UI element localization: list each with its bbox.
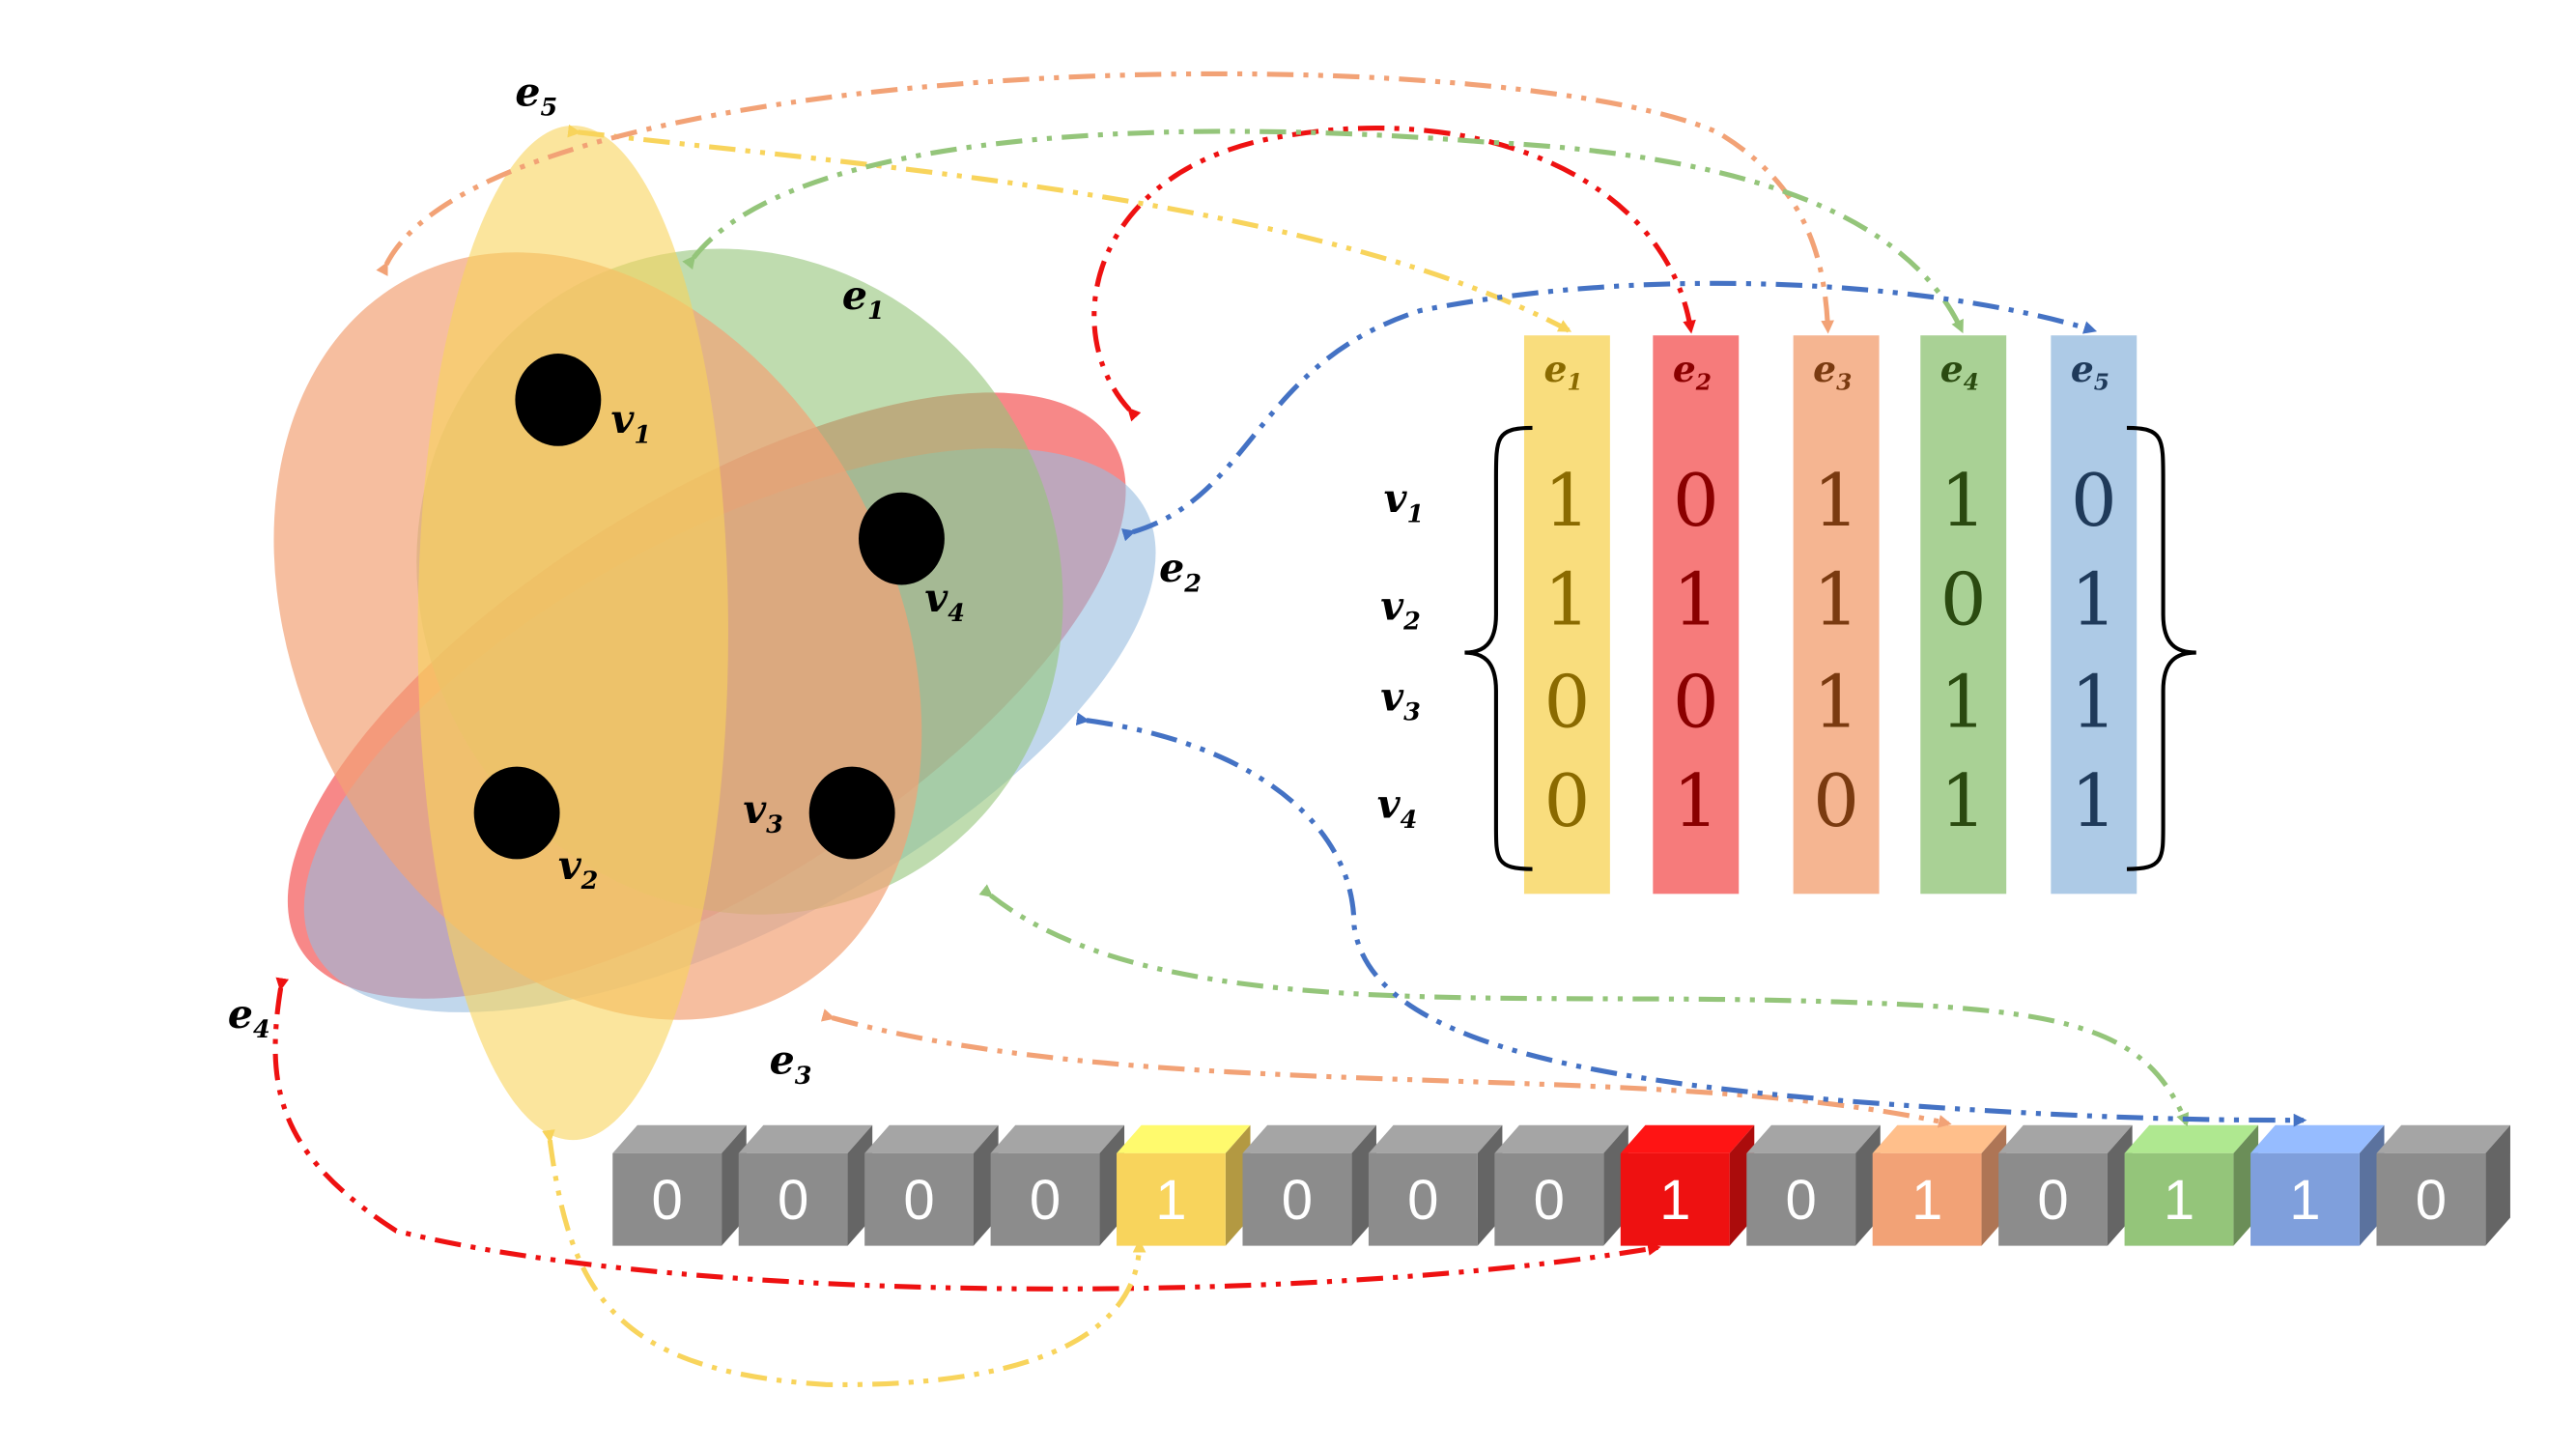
vertex-v4-dot <box>859 492 945 585</box>
label-v2: v2 <box>558 841 599 895</box>
matrix-cell-r2-c2: 1 <box>1673 557 1719 642</box>
bit-value-1: 0 <box>652 1169 683 1232</box>
matrix-cell-r3-c1: 0 <box>1544 660 1591 745</box>
bit-value-15: 0 <box>2416 1169 2447 1232</box>
bit-value-5: 1 <box>1155 1169 1186 1232</box>
bit-value-3: 0 <box>903 1169 934 1232</box>
matrix-cell-r1-c4: 1 <box>1940 458 1987 543</box>
vertex-v3-dot <box>808 766 895 860</box>
matrix-cell-r2-c1: 1 <box>1544 557 1591 642</box>
bit-block-14: 1 <box>2250 1124 2385 1246</box>
arrow-blue-e4-to-column <box>1121 280 2098 542</box>
matrix-cell-r4-c5: 1 <box>2071 758 2117 843</box>
bit-block-7: 0 <box>1368 1124 1503 1246</box>
vertex-dots <box>473 354 945 860</box>
label-e2: e2 <box>1159 544 1202 597</box>
bit-block-15: 0 <box>2376 1124 2510 1246</box>
matrix-cell-r1-c1: 1 <box>1544 458 1591 543</box>
matrix-cell-r1-c2: 0 <box>1673 458 1719 543</box>
matrix-cell-r4-c4: 1 <box>1940 758 1987 843</box>
bit-value-14: 1 <box>2289 1169 2320 1232</box>
connector-arrows <box>272 71 2307 1387</box>
row-label-v4: v4 <box>1377 781 1418 834</box>
row-label-v1: v1 <box>1384 474 1425 527</box>
bit-value-4: 0 <box>1030 1169 1061 1232</box>
label-v3: v3 <box>743 785 783 838</box>
vertex-v2-dot <box>473 766 560 860</box>
bit-block-1: 0 <box>612 1124 747 1246</box>
bit-value-13: 1 <box>2164 1169 2194 1232</box>
bit-vector: 0 0 0 0 1 0 0 0 1 0 1 0 1 1 0 <box>612 1124 2510 1246</box>
matrix-cell-r3-c4: 1 <box>1940 660 1987 745</box>
bit-value-2: 0 <box>778 1169 808 1232</box>
arrow-orange-bottom-to-block <box>820 1009 1952 1128</box>
hyperedge-e5-ellipse <box>417 125 728 1141</box>
bit-block-6: 0 <box>1242 1124 1376 1246</box>
left-brace <box>1464 425 1533 871</box>
bit-block-5: 1 <box>1117 1124 1251 1246</box>
row-label-v3: v3 <box>1380 672 1421 725</box>
right-brace <box>2126 425 2196 871</box>
bit-value-8: 0 <box>1534 1169 1565 1232</box>
vertex-v1-dot <box>515 354 602 446</box>
matrix-cell-r2-c4: 0 <box>1940 557 1987 642</box>
bit-block-8: 0 <box>1494 1124 1628 1246</box>
label-e5: e5 <box>515 68 557 121</box>
bit-block-4: 0 <box>990 1124 1125 1246</box>
bit-block-13: 1 <box>2124 1124 2259 1246</box>
row-label-v2: v2 <box>1380 582 1421 635</box>
hyperedge-ellipses <box>273 125 1156 1141</box>
arrow-green-bottom-to-block <box>978 884 2190 1127</box>
bit-value-11: 1 <box>1911 1169 1942 1232</box>
arrow-yellow-bottom-to-block <box>542 1129 1146 1387</box>
bit-block-10: 0 <box>1746 1124 1881 1246</box>
matrix-cell-r4-c1: 0 <box>1544 758 1591 843</box>
label-e1: e1 <box>842 271 885 325</box>
matrix-cell-r3-c3: 1 <box>1813 660 1859 745</box>
bit-block-11: 1 <box>1872 1124 2007 1246</box>
matrix-cell-r3-c2: 0 <box>1673 660 1719 745</box>
bit-value-6: 0 <box>1282 1169 1313 1232</box>
bit-value-9: 1 <box>1659 1169 1690 1232</box>
matrix-row-labels: v1 v2 v3 v4 <box>1377 474 1424 834</box>
arrow-orange-e3-to-column <box>376 71 1834 334</box>
bit-value-10: 0 <box>1786 1169 1817 1232</box>
label-v1: v1 <box>611 395 652 448</box>
bit-block-9: 1 <box>1620 1124 1755 1246</box>
label-e4: e4 <box>228 990 270 1043</box>
bit-value-7: 0 <box>1407 1169 1438 1232</box>
matrix-cell-r4-c2: 1 <box>1673 758 1719 843</box>
bit-block-2: 0 <box>738 1124 873 1246</box>
bit-block-3: 0 <box>864 1124 999 1246</box>
bit-block-12: 0 <box>1998 1124 2133 1246</box>
matrix-cell-r4-c3: 0 <box>1813 758 1859 843</box>
bit-value-12: 0 <box>2037 1169 2068 1232</box>
arrow-green-e1-to-column <box>682 128 1965 334</box>
matrix-cell-r1-c3: 1 <box>1813 458 1859 543</box>
matrix-cell-r2-c3: 1 <box>1813 557 1859 642</box>
matrix-cell-r3-c5: 1 <box>2071 660 2117 745</box>
label-e3: e3 <box>770 1037 812 1090</box>
hypergraph-labels: e5 e1 e2 e4 e3 v1 v4 v2 v3 <box>228 68 1202 1090</box>
arrow-red-e4-to-block <box>272 977 1661 1292</box>
label-v4: v4 <box>924 574 965 627</box>
matrix-cell-r1-c5: 0 <box>2071 458 2117 543</box>
matrix-cell-r2-c5: 1 <box>2071 557 2117 642</box>
